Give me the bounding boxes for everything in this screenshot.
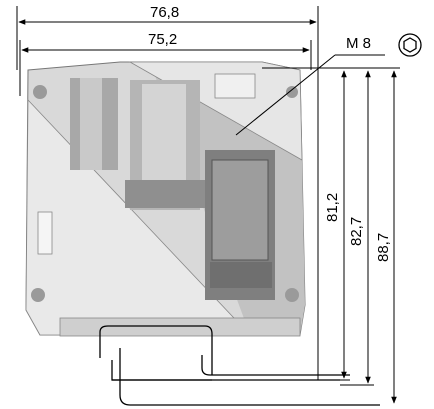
screw-size-label: M 8 [346,35,371,52]
height-2-label: 82,7 [348,217,365,246]
din-rail [99,325,380,406]
height-3-label: 88,7 [375,233,392,262]
hexagon-socket-icon [398,33,422,57]
dimension-inner-width [19,40,312,96]
dimension-height-2 [340,70,374,386]
inner-width-label: 75,2 [148,31,177,48]
overall-width-label: 76,8 [150,4,179,21]
dimension-height-1 [300,70,350,381]
height-1-label: 81,2 [324,193,341,222]
terminal-internal-parts [31,73,299,302]
